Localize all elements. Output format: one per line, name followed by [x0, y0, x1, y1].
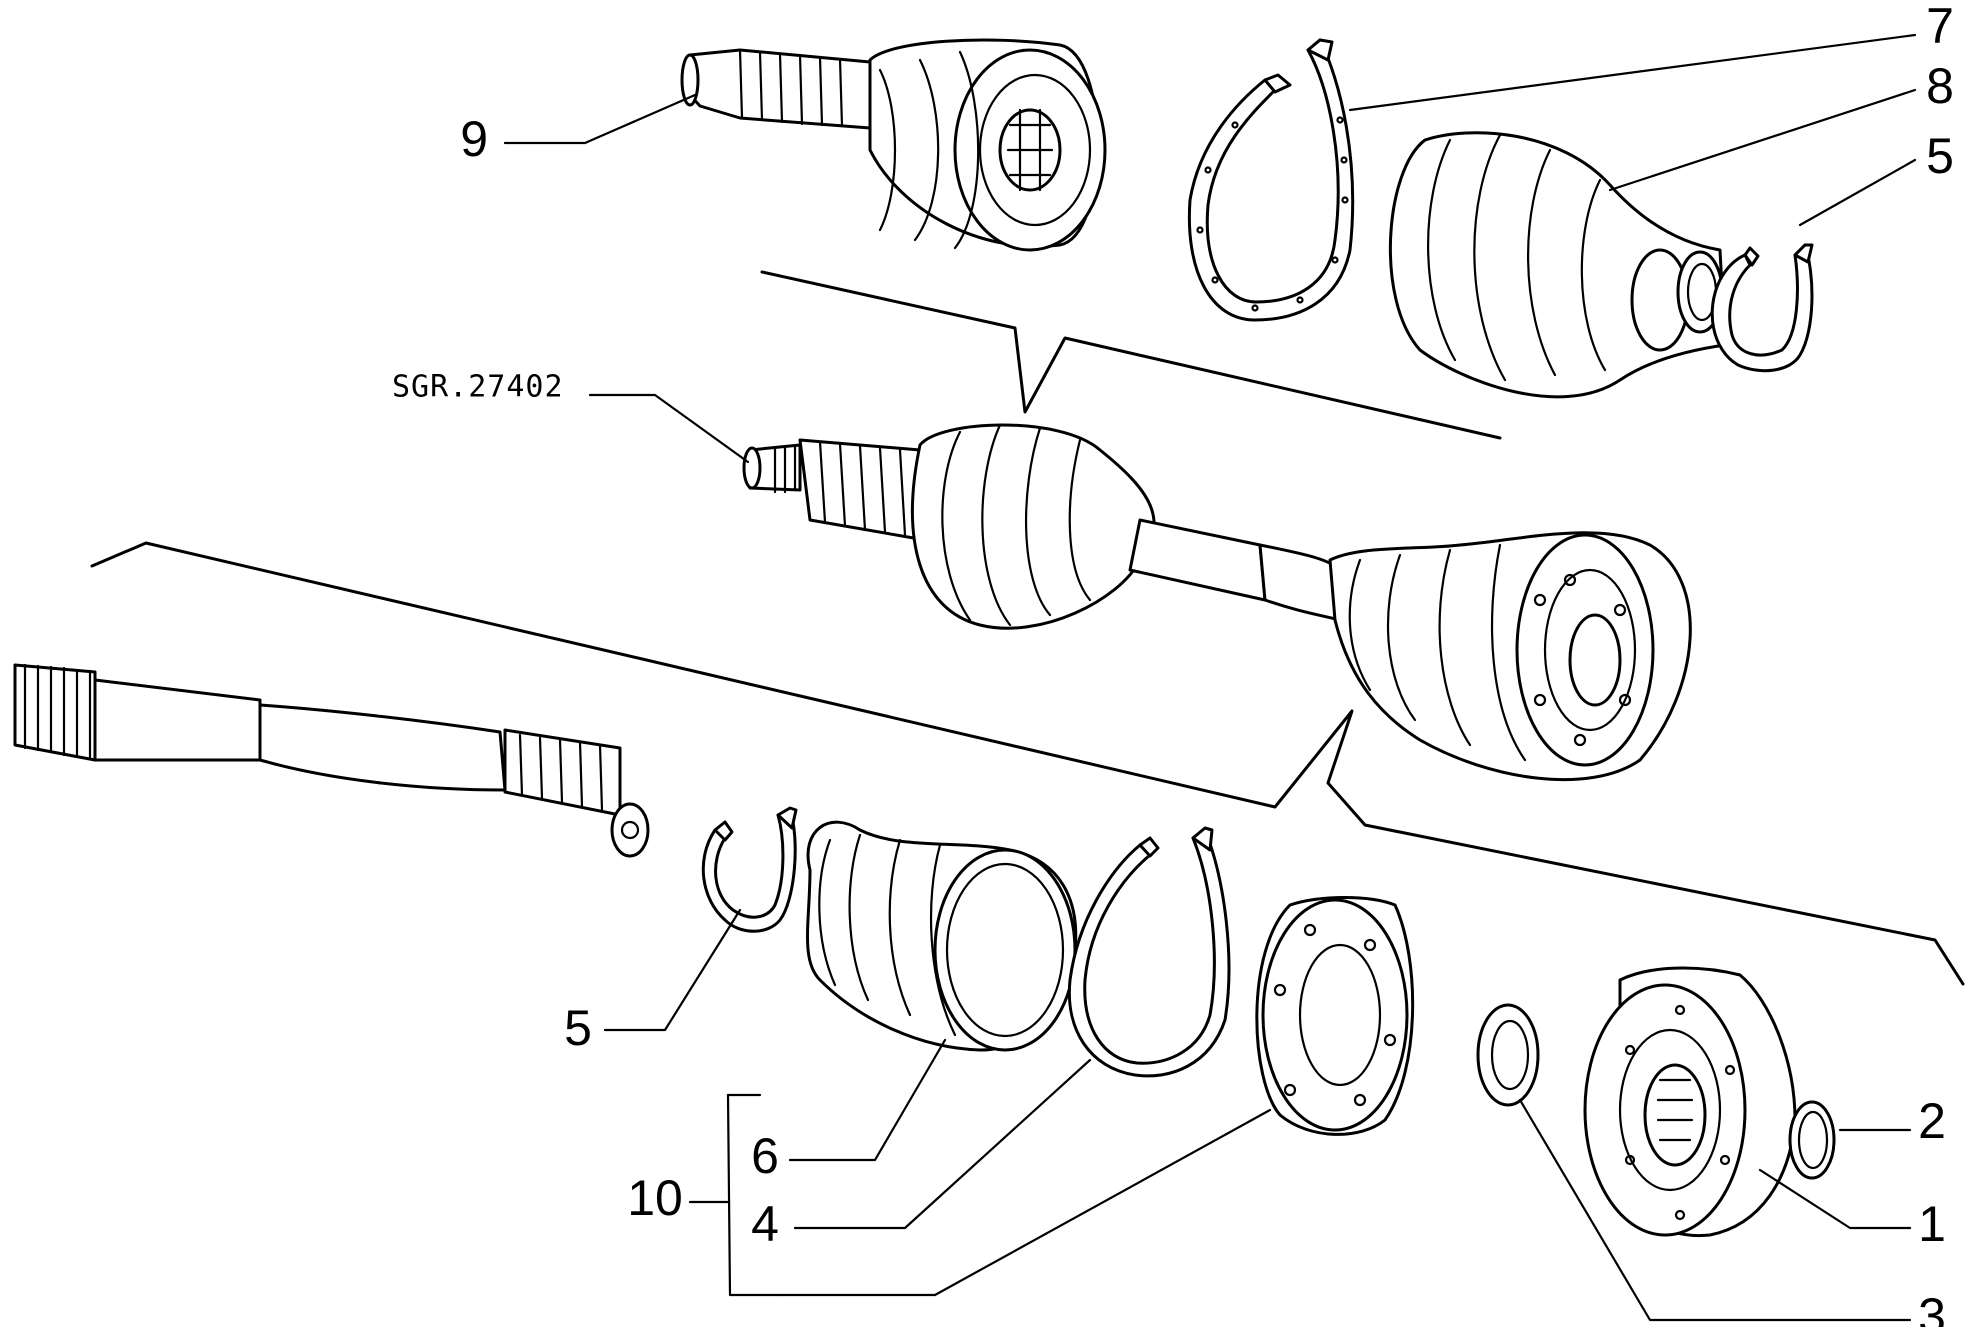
callout-7: 7: [1926, 0, 1954, 54]
callout-6: 6: [751, 1128, 779, 1184]
callout-1: 1: [1918, 1196, 1946, 1252]
assembled-drive-shaft: [742, 423, 1692, 782]
part-8-boot: [1388, 131, 1727, 399]
bare-axle-shaft: [13, 663, 650, 858]
part-3-washer: [1476, 1003, 1540, 1107]
part-4-clamp: [1067, 826, 1231, 1078]
flange-plate: [1255, 896, 1415, 1136]
part-5-small-clamp-upper: [1710, 243, 1814, 373]
part-7-clamp: [1187, 38, 1355, 322]
group-bracket-lower: [90, 541, 1965, 986]
group-bracket-upper: [760, 270, 1502, 440]
callout-5-upper: 5: [1926, 128, 1954, 184]
callout-2: 2: [1918, 1093, 1946, 1149]
leader-lines: [503, 33, 1917, 1322]
part-9-outer-cv-joint: [680, 38, 1107, 252]
callout-3: 3: [1918, 1288, 1946, 1327]
callout-8: 8: [1926, 58, 1954, 114]
callout-10: 10: [627, 1170, 683, 1226]
part-6-boot: [806, 820, 1078, 1052]
part-5-small-clamp-lower: [701, 806, 798, 933]
callout-9: 9: [460, 111, 488, 167]
callout-5-lower: 5: [564, 1000, 592, 1056]
part-1-joint-housing: [1583, 966, 1797, 1238]
callout-4: 4: [751, 1196, 779, 1252]
part-2-circlip: [1788, 1100, 1836, 1180]
reference-code: SGR.27402: [392, 370, 564, 405]
